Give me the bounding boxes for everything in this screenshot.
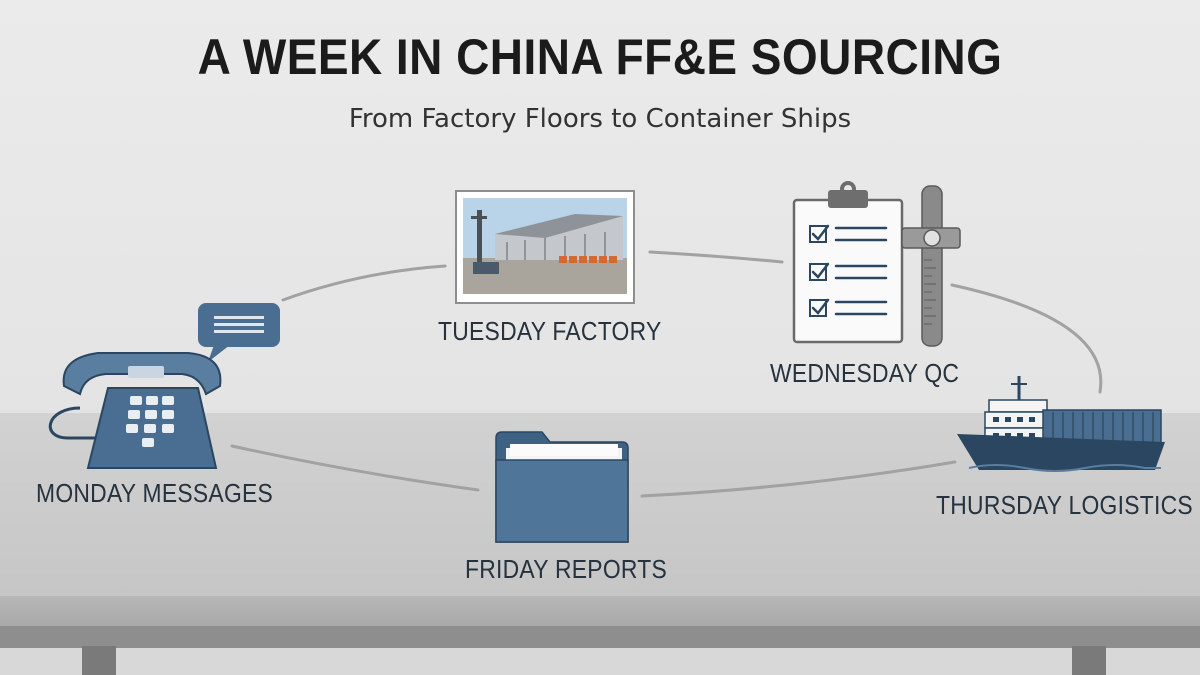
factory-photo-icon xyxy=(455,190,635,304)
floor xyxy=(0,646,1200,675)
desk-leg-left xyxy=(82,646,116,675)
connector-tuesday-wednesday xyxy=(648,250,784,264)
folder-icon xyxy=(495,431,629,543)
clipboard-checklist-and-caliper-icon xyxy=(792,181,961,347)
stage-label-tuesday: TUESDAY FACTORY xyxy=(438,316,662,346)
desk-underside xyxy=(0,626,1200,648)
page-title: A WEEK IN CHINA FF&E SOURCING xyxy=(197,29,1003,85)
container-ship-icon xyxy=(957,376,1165,472)
connector-wednesday-thursday xyxy=(950,283,1103,394)
page-subtitle: From Factory Floors to Container Ships xyxy=(348,104,852,134)
stage-label-thursday: THURSDAY LOGISTICS xyxy=(936,490,1193,520)
connector-monday-tuesday xyxy=(281,264,447,302)
stage-label-wednesday: WEDNESDAY QC xyxy=(770,358,960,388)
telephone-with-speech-bubble-icon xyxy=(48,303,280,469)
connector-friday-monday xyxy=(230,444,480,492)
desk-front xyxy=(0,596,1200,626)
connector-thursday-friday xyxy=(640,460,957,498)
desk-leg-right xyxy=(1072,646,1106,675)
desk-edge xyxy=(0,410,1200,413)
stage-label-monday: MONDAY MESSAGES xyxy=(36,478,274,508)
stage-label-friday: FRIDAY REPORTS xyxy=(465,554,668,584)
